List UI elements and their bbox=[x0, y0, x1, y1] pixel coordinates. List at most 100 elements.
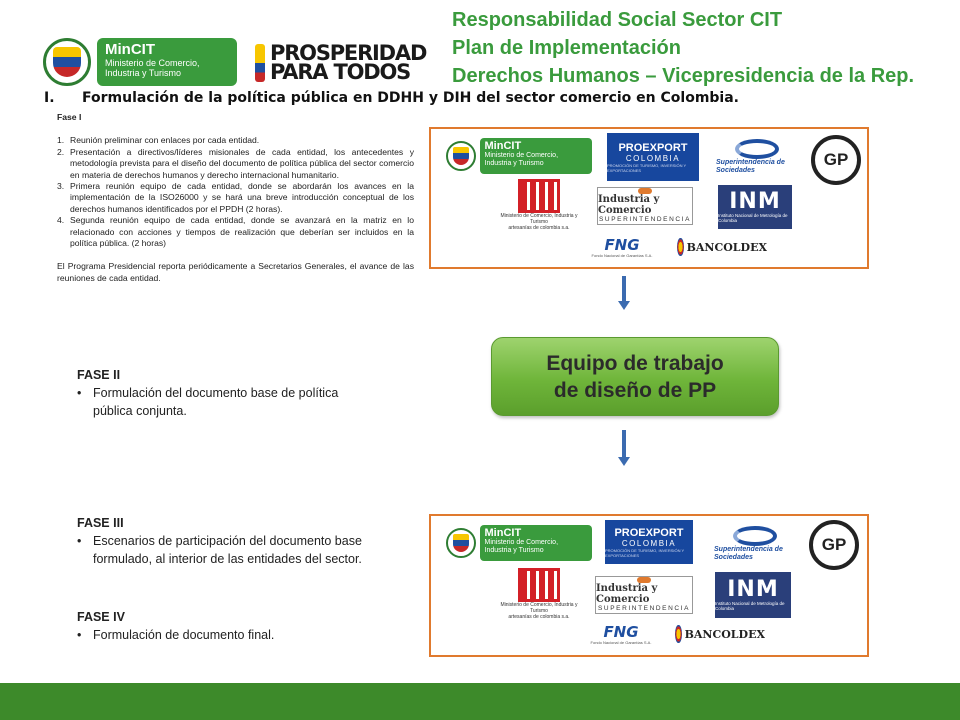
mincit-logo: MinCIT Ministerio de Comercio, Industria… bbox=[441, 522, 596, 564]
sic-line-2: SUPERINTENDENCIA bbox=[597, 605, 691, 612]
supersociedades-name: Superintendencia de Sociedades bbox=[716, 159, 785, 174]
mincit-logo-box: MinCIT Ministerio de Comercio, Industria… bbox=[97, 38, 237, 86]
mincit-logo-name: MinCIT bbox=[484, 140, 522, 152]
artesanias-line-1: Ministerio de Comercio, Industria y Turi… bbox=[500, 213, 578, 225]
phase-3-bullet: Escenarios de participación del document… bbox=[77, 532, 407, 568]
artesanias-line-2: artesanías de colombia s.a. bbox=[508, 614, 570, 620]
bancoldex-name: BANCOLDEX bbox=[686, 240, 767, 254]
bancoldex-logo: BANCOLDEX bbox=[677, 233, 767, 261]
gp-logo-text: GP bbox=[821, 535, 847, 554]
phase-4-bullet: Formulación de documento final. bbox=[77, 626, 407, 644]
proexport-tagline: PROMOCIÓN DE TURISMO, INVERSIÓN Y EXPORT… bbox=[607, 162, 687, 173]
sic-emblem-icon bbox=[638, 188, 652, 194]
phase-1-note: El Programa Presidencial reporta periódi… bbox=[57, 261, 414, 283]
prosperidad-line-2: PARA TODOS bbox=[270, 60, 411, 84]
proexport-logo: PROEXPORT COLOMBIA PROMOCIÓN DE TURISMO,… bbox=[605, 520, 693, 564]
sic-emblem-icon bbox=[637, 577, 651, 583]
list-item: 1. Reunión preliminar con enlaces por cad… bbox=[57, 135, 414, 146]
title-line-3: Derechos Humanos – Vicepresidencia de la… bbox=[452, 65, 915, 87]
phase-3-title: FASE III bbox=[77, 516, 124, 530]
phase-1-block: Fase I 1. Reunión preliminar con enlaces … bbox=[57, 112, 414, 284]
list-item-text: Reunión preliminar con enlaces por cada … bbox=[70, 135, 260, 146]
artesanias-logo: Ministerio de Comercio, Industria y Turi… bbox=[499, 179, 579, 231]
title-line-1: Responsabilidad Social Sector CIT bbox=[452, 9, 783, 31]
fng-name: FNG bbox=[604, 236, 640, 254]
phase-4-block: FASE IV Formulación de documento final. bbox=[77, 608, 407, 644]
list-item-number: 2. bbox=[57, 146, 65, 157]
design-team-box: Equipo de trabajo de diseño de PP bbox=[491, 337, 779, 416]
mincit-logo-name: MinCIT bbox=[484, 527, 522, 539]
entities-logo-panel-bottom: MinCIT Ministerio de Comercio, Industria… bbox=[429, 514, 869, 657]
list-item: 2. Presentación a directivos/líderes misi… bbox=[57, 147, 414, 181]
fng-name: FNG bbox=[603, 623, 639, 641]
supersociedades-ring-icon bbox=[735, 139, 779, 159]
list-item-text: Presentación a directivos/líderes mision… bbox=[70, 146, 414, 180]
colombia-coat-of-arms-icon bbox=[43, 38, 91, 86]
colombia-flag-icon bbox=[255, 44, 265, 82]
supersociedades-logo: Superintendencia de Sociedades bbox=[716, 135, 798, 179]
mincit-logo-name: MinCIT bbox=[105, 41, 155, 58]
artesanias-line-1: Ministerio de Comercio, Industria y Turi… bbox=[500, 602, 578, 614]
phase-2-block: FASE II Formulación del documento base d… bbox=[77, 366, 377, 420]
prosperidad-line-1: PROSPERIDAD bbox=[270, 41, 427, 65]
proexport-country: COLOMBIA bbox=[625, 153, 681, 163]
section-number: I. bbox=[44, 90, 55, 106]
mincit-logo-sub-2: Industria y Turismo bbox=[484, 160, 544, 167]
mincit-logo-subtitle-1: Ministerio de Comercio, bbox=[105, 58, 200, 68]
team-box-line-1: Equipo de trabajo bbox=[546, 351, 724, 375]
supersociedades-logo: Superintendencia de Sociedades bbox=[714, 522, 796, 566]
colombia-coat-of-arms-icon bbox=[445, 528, 476, 558]
sic-line-1: Industria y Comercio bbox=[596, 583, 658, 605]
fng-sub: Fondo Nacional de Garantías S.A. bbox=[591, 253, 653, 258]
phase-1-list: 1. Reunión preliminar con enlaces por cad… bbox=[57, 135, 414, 249]
bancoldex-name: BANCOLDEX bbox=[684, 627, 765, 641]
list-item-number: 1. bbox=[57, 135, 65, 146]
list-item-number: 3. bbox=[57, 181, 65, 192]
fng-logo: FNG Fondo Nacional de Garantías S.A. bbox=[589, 233, 655, 263]
phase-2-title: FASE II bbox=[77, 368, 121, 382]
sic-line-2: SUPERINTENDENCIA bbox=[598, 216, 692, 223]
supersociedades-name: Superintendencia de Sociedades bbox=[714, 546, 783, 561]
mincit-logo-sub-1: Ministerio de Comercio, bbox=[484, 152, 559, 159]
fng-sub: Fondo Nacional de Garantías S.A. bbox=[590, 640, 652, 645]
section-heading-text: Formulación de la política pública en DD… bbox=[82, 90, 739, 106]
list-item-number: 4. bbox=[57, 215, 65, 226]
phase-1-title: Fase I bbox=[57, 112, 82, 122]
section-heading: I. Formulación de la política pública en … bbox=[44, 90, 739, 106]
inm-sub: Instituto Nacional de Metrología de Colo… bbox=[718, 213, 788, 223]
prosperidad-para-todos-logo: PROSPERIDAD PARA TODOS bbox=[255, 42, 427, 84]
list-item: 3. Primera reunión equipo de cada entidad… bbox=[57, 181, 414, 215]
phase-3-block: FASE III Escenarios de participación del… bbox=[77, 514, 407, 568]
phase-4-title: FASE IV bbox=[77, 610, 125, 624]
team-box-line-2: de diseño de PP bbox=[553, 378, 717, 402]
sic-logo: Industria y Comercio SUPERINTENDENCIA bbox=[597, 187, 693, 225]
inm-logo: INM Instituto Nacional de Metrología de … bbox=[718, 185, 792, 229]
mincit-logo-sub-1: Ministerio de Comercio, bbox=[484, 539, 559, 546]
footer-bar bbox=[0, 683, 960, 720]
inm-sub: Instituto Nacional de Metrología de Colo… bbox=[715, 601, 785, 611]
inm-logo: INM Instituto Nacional de Metrología de … bbox=[715, 572, 791, 618]
gp-logo-text: GP bbox=[823, 150, 849, 169]
artesanias-pattern-icon bbox=[518, 568, 560, 602]
fng-logo: FNG Fondo Nacional de Garantías S.A. bbox=[587, 620, 655, 650]
proexport-tagline: PROMOCIÓN DE TURISMO, INVERSIÓN Y EXPORT… bbox=[605, 547, 685, 558]
list-item-text: Primera reunión equipo de cada entidad, … bbox=[70, 181, 414, 214]
title-line-2: Plan de Implementación bbox=[452, 37, 681, 59]
proexport-name: PROEXPORT bbox=[618, 141, 688, 154]
colombia-coat-of-arms-icon bbox=[445, 141, 476, 171]
mincit-logo-subtitle-2: Industria y Turismo bbox=[105, 68, 182, 78]
list-item-text: Segunda reunión equipo de cada entidad, … bbox=[70, 215, 414, 249]
bancoldex-logo: BANCOLDEX bbox=[675, 620, 765, 648]
artesanias-line-2: artesanías de colombia s.a. bbox=[508, 225, 570, 231]
phase-2-bullet: Formulación del documento base de políti… bbox=[77, 384, 377, 420]
proexport-name: PROEXPORT bbox=[614, 526, 684, 539]
down-arrow-icon bbox=[618, 430, 630, 466]
bancoldex-emblem-icon bbox=[677, 238, 684, 256]
sic-line-1: Industria y Comercio bbox=[598, 194, 660, 216]
proexport-country: COLOMBIA bbox=[621, 538, 677, 548]
bancoldex-emblem-icon bbox=[675, 625, 682, 643]
down-arrow-icon bbox=[618, 276, 630, 310]
mincit-logo: MinCIT Ministerio de Comercio, Industria… bbox=[441, 135, 596, 177]
gp-logo: GP bbox=[811, 135, 861, 185]
artesanias-pattern-icon bbox=[518, 179, 560, 213]
